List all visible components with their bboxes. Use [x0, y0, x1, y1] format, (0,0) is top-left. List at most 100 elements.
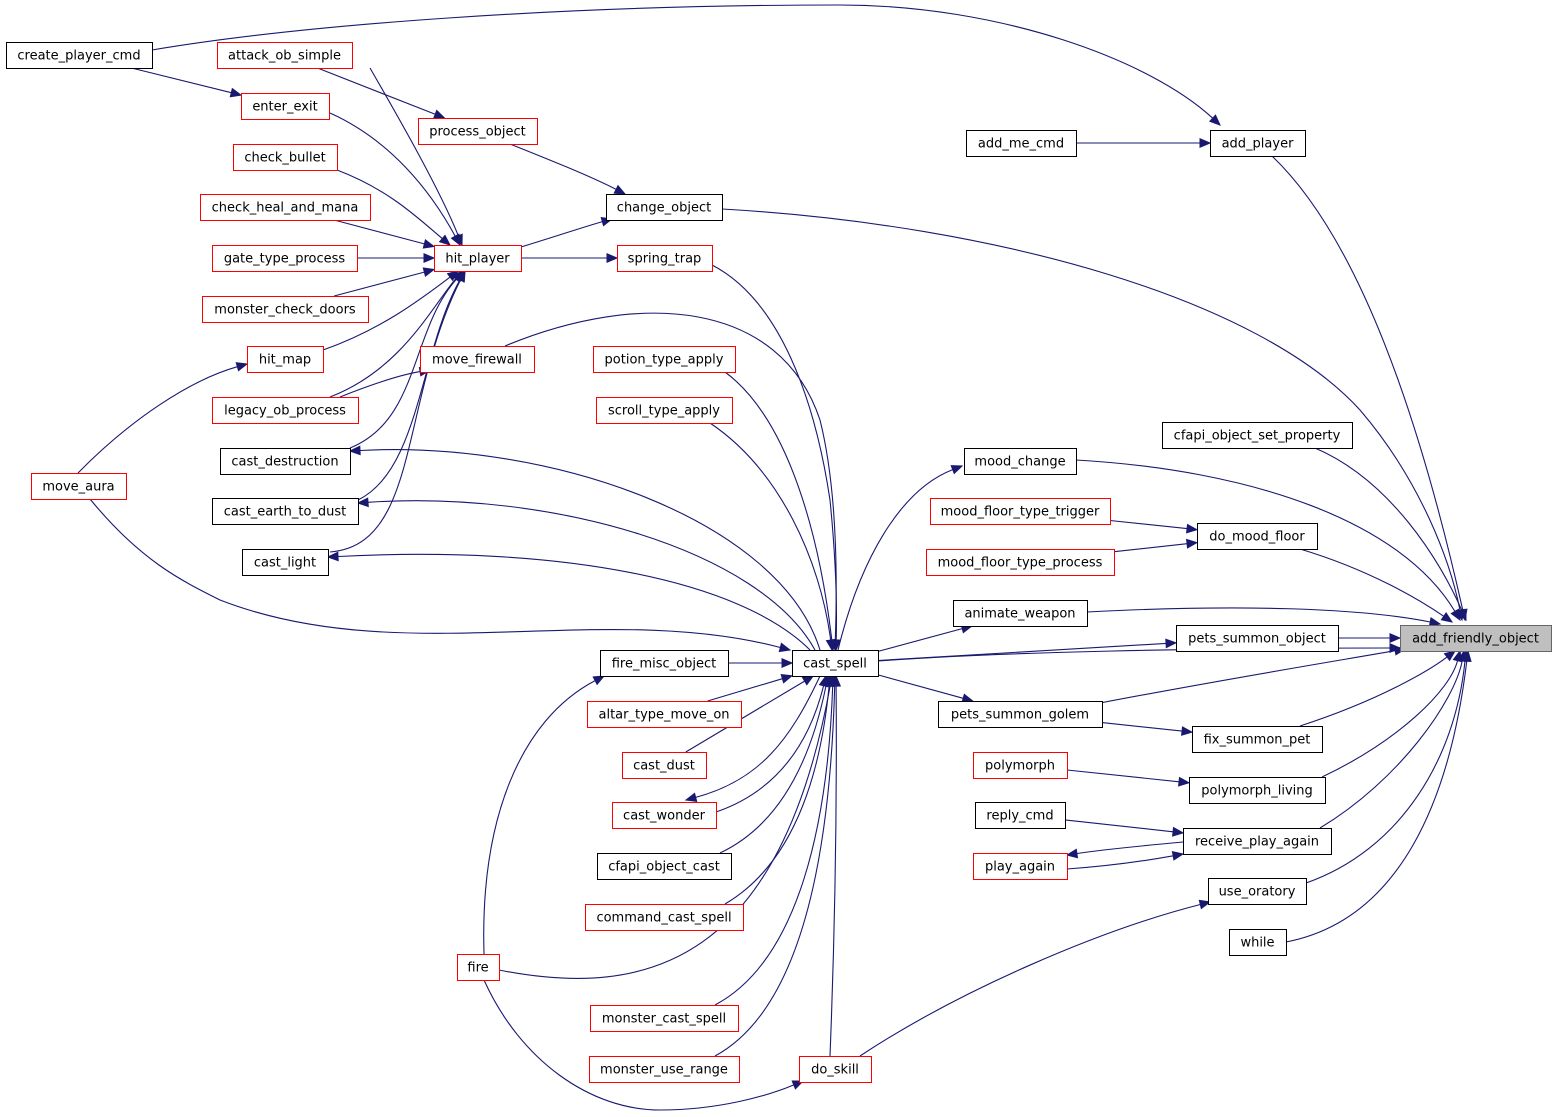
- arrowhead-cast_spell-to-mood_change: [950, 465, 964, 475]
- node-add-player[interactable]: add_player: [1210, 130, 1306, 157]
- node-while[interactable]: while: [1229, 929, 1287, 956]
- node-reply-cmd[interactable]: reply_cmd: [975, 802, 1066, 829]
- node-monster-use-range[interactable]: monster_use_range: [589, 1056, 740, 1083]
- node-label: check_heal_and_mana: [212, 201, 359, 216]
- node-legacy-ob-process[interactable]: legacy_ob_process: [212, 397, 359, 424]
- node-altar-type-move-on[interactable]: altar_type_move_on: [587, 701, 742, 728]
- node-box: [596, 397, 733, 424]
- node-receive-play-again[interactable]: receive_play_again: [1183, 828, 1332, 855]
- node-cast-wonder[interactable]: cast_wonder: [612, 802, 717, 829]
- node-box: [1197, 523, 1318, 550]
- edge-polymorph_living-to-add_friendly_object: [1321, 660, 1459, 778]
- node-label: do_mood_floor: [1209, 530, 1305, 545]
- node-spring-trap[interactable]: spring_trap: [617, 245, 713, 272]
- node-hit-player[interactable]: hit_player: [434, 245, 522, 272]
- node-box: [1162, 422, 1353, 449]
- node-check-heal-and-mana[interactable]: check_heal_and_mana: [200, 194, 371, 221]
- node-label: add_friendly_object: [1412, 632, 1539, 647]
- node-cast-spell[interactable]: cast_spell: [792, 650, 879, 677]
- node-label: cast_earth_to_dust: [224, 505, 347, 520]
- node-fix-summon-pet[interactable]: fix_summon_pet: [1192, 726, 1323, 753]
- node-scroll-type-apply[interactable]: scroll_type_apply: [596, 397, 733, 424]
- arrowhead-mood_floor_type_process-to-do_mood_floor: [1186, 538, 1199, 549]
- node-label: hit_map: [259, 353, 311, 368]
- node-play-again[interactable]: play_again: [973, 853, 1068, 880]
- arrowhead-process_object-to-change_object: [613, 184, 627, 195]
- node-box: [589, 1056, 740, 1083]
- node-box: [973, 853, 1068, 880]
- node-hit-map[interactable]: hit_map: [247, 346, 324, 373]
- node-animate-weapon[interactable]: animate_weapon: [953, 600, 1088, 627]
- node-cast-destruction[interactable]: cast_destruction: [220, 448, 351, 475]
- arrowhead-create_player_cmd-to-enter_exit: [229, 87, 243, 98]
- edge-altar_type_move_on-to-cast_spell: [707, 678, 783, 702]
- node-mood-floor-type-process[interactable]: mood_floor_type_process: [926, 549, 1115, 576]
- node-box: [457, 954, 500, 981]
- node-cfapi-object-cast[interactable]: cfapi_object_cast: [597, 853, 732, 880]
- node-cfapi-object-set-property[interactable]: cfapi_object_set_property: [1162, 422, 1353, 449]
- node-move-aura[interactable]: move_aura: [31, 473, 127, 500]
- node-check-bullet[interactable]: check_bullet: [233, 144, 338, 171]
- node-command-cast-spell[interactable]: command_cast_spell: [585, 904, 744, 931]
- node-box: [926, 549, 1115, 576]
- arrowhead-cast_spell-to-cast_wonder: [684, 792, 698, 802]
- arrowhead-play_again-to-receive_play_again: [1171, 851, 1185, 861]
- node-pets-summon-object[interactable]: pets_summon_object: [1176, 625, 1339, 652]
- node-create-player-cmd[interactable]: create_player_cmd: [6, 42, 153, 69]
- edge-scroll_type_apply-to-cast_spell: [709, 422, 832, 641]
- node-box: [938, 701, 1103, 728]
- edge-cfapi_object_set_property-to-add_friendly_object: [1314, 447, 1463, 612]
- node-cast-light[interactable]: cast_light: [242, 549, 329, 576]
- node-process-object[interactable]: process_object: [418, 118, 538, 145]
- edge-cast_spell-to-cast_destruction: [359, 449, 821, 651]
- node-box: [606, 194, 723, 221]
- node-label: cast_light: [254, 556, 316, 571]
- node-mood-change[interactable]: mood_change: [964, 448, 1077, 475]
- arrowhead-move_aura-to-hit_map: [235, 362, 249, 372]
- edge-legacy_ob_process-to-move_firewall: [339, 371, 421, 398]
- node-fire[interactable]: fire: [457, 954, 500, 981]
- node-do-mood-floor[interactable]: do_mood_floor: [1197, 523, 1318, 550]
- arrowhead-cfapi_object_set_property-to-add_friendly_object: [1457, 608, 1467, 622]
- node-monster-check-doors[interactable]: monster_check_doors: [202, 296, 369, 323]
- node-move-firewall[interactable]: move_firewall: [420, 346, 535, 373]
- node-change-object[interactable]: change_object: [606, 194, 723, 221]
- node-label: receive_play_again: [1195, 835, 1319, 850]
- node-box: [418, 118, 538, 145]
- edge-spring_trap-to-cast_spell: [711, 264, 837, 641]
- edge-hit_player-to-change_object: [520, 221, 603, 248]
- edge-process_object-to-change_object: [509, 143, 617, 190]
- node-box: [420, 346, 535, 373]
- node-add-friendly-object[interactable]: add_friendly_object: [1400, 625, 1552, 652]
- arrowhead-gate_type_process-to-hit_player: [423, 253, 436, 263]
- node-polymorph[interactable]: polymorph: [973, 752, 1068, 779]
- node-gate-type-process[interactable]: gate_type_process: [212, 245, 358, 272]
- node-cast-earth-to-dust[interactable]: cast_earth_to_dust: [212, 498, 359, 525]
- node-mood-floor-type-trigger[interactable]: mood_floor_type_trigger: [930, 498, 1111, 525]
- node-use-oratory[interactable]: use_oratory: [1208, 878, 1307, 905]
- node-box: [1176, 625, 1339, 652]
- node-cast-dust[interactable]: cast_dust: [622, 752, 707, 779]
- node-fire-misc-object[interactable]: fire_misc_object: [600, 650, 729, 677]
- node-box: [1400, 625, 1552, 652]
- node-attack-ob-simple[interactable]: attack_ob_simple: [217, 42, 353, 69]
- node-enter-exit[interactable]: enter_exit: [241, 93, 330, 120]
- node-polymorph-living[interactable]: polymorph_living: [1189, 777, 1326, 804]
- node-label: add_player: [1222, 137, 1294, 152]
- node-label: mood_floor_type_trigger: [941, 505, 1100, 520]
- arrowhead-cast_dust-to-cast_spell: [801, 675, 815, 686]
- arrowhead-pets_summon_golem-to-fix_summon_pet: [1181, 726, 1194, 736]
- node-pets-summon-golem[interactable]: pets_summon_golem: [938, 701, 1103, 728]
- node-box: [212, 245, 358, 272]
- edge-legacy_ob_process-to-hit_player: [329, 278, 457, 398]
- node-do-skill[interactable]: do_skill: [799, 1056, 872, 1083]
- arrowhead-fix_summon_pet-to-add_friendly_object: [1443, 650, 1457, 662]
- node-label: mood_change: [974, 455, 1065, 470]
- node-potion-type-apply[interactable]: potion_type_apply: [593, 346, 736, 373]
- node-label: animate_weapon: [964, 607, 1075, 622]
- edge-enter_exit-to-hit_player: [329, 112, 456, 237]
- node-label: gate_type_process: [224, 252, 346, 267]
- node-add-me-cmd[interactable]: add_me_cmd: [966, 130, 1077, 157]
- node-monster-cast-spell[interactable]: monster_cast_spell: [590, 1005, 739, 1032]
- node-box: [202, 296, 369, 323]
